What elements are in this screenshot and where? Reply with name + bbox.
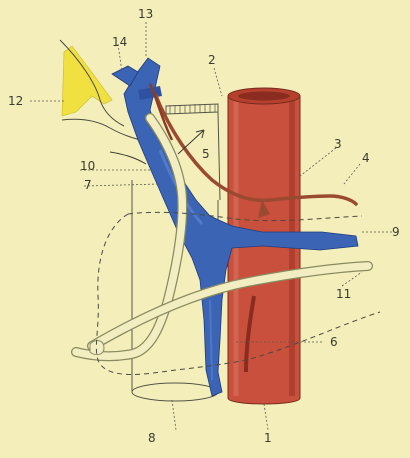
label-8: 8 xyxy=(148,431,156,445)
label-7: 7 xyxy=(84,178,92,192)
label-9: 9 xyxy=(392,225,400,239)
label-2: 2 xyxy=(208,53,216,67)
outline-curve-lower-left xyxy=(62,119,140,140)
label-14: 14 xyxy=(112,35,127,49)
gland-shape xyxy=(62,46,112,116)
label-5: 5 xyxy=(202,147,210,161)
label-11: 11 xyxy=(336,287,351,301)
label-12: 12 xyxy=(8,94,23,108)
label-10: 10 xyxy=(80,159,95,173)
label-3: 3 xyxy=(334,137,342,151)
curve-near-10 xyxy=(110,152,146,164)
label-13: 13 xyxy=(138,7,153,21)
label-4: 4 xyxy=(362,151,370,165)
label-6: 6 xyxy=(330,335,338,349)
label-1: 1 xyxy=(264,431,272,445)
